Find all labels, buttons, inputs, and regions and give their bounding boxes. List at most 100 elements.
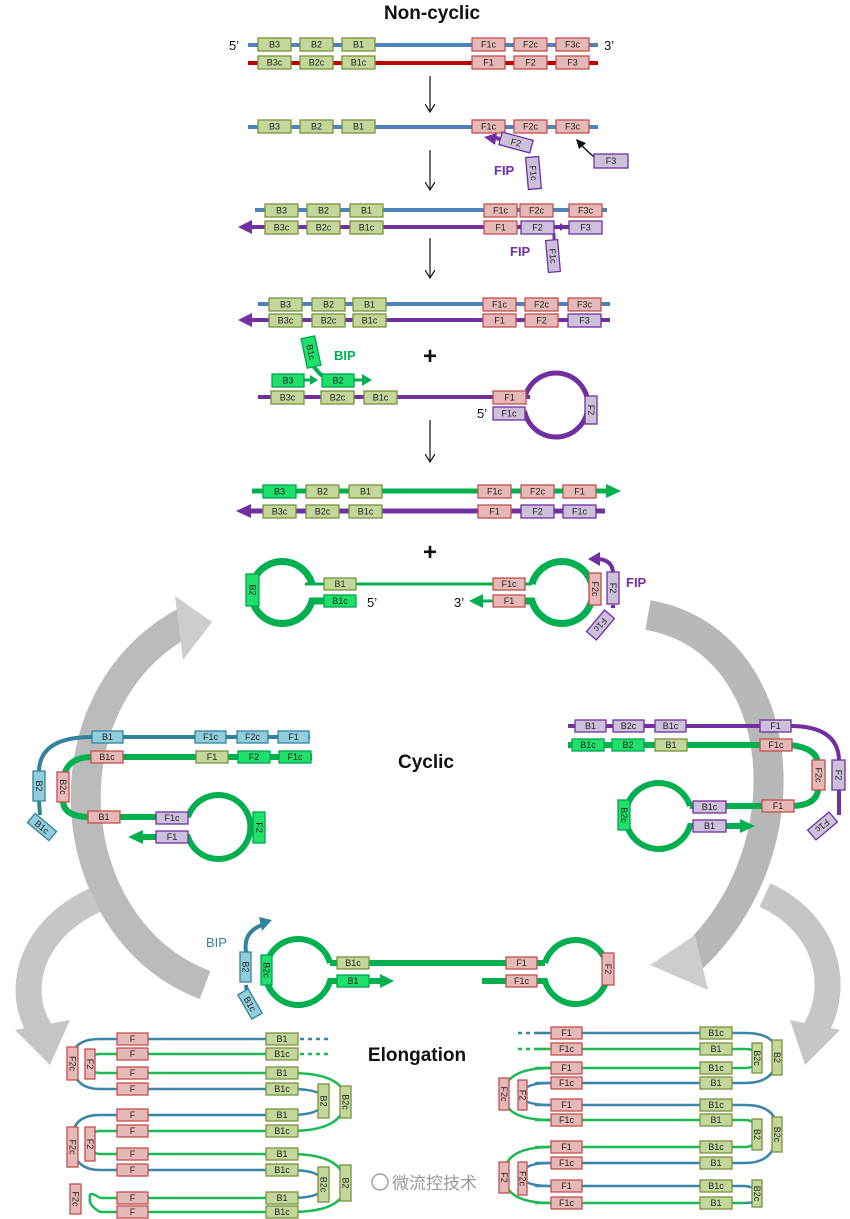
region-box-shape: [265, 1163, 299, 1177]
region-box: F1: [477, 504, 512, 519]
region-label: B1: [353, 40, 364, 50]
region-label: B1c: [708, 1181, 724, 1191]
region-box-shape: [260, 954, 273, 986]
loop-f2: [140, 792, 254, 862]
region-box-shape: [492, 577, 526, 591]
region-box: F2c: [69, 1183, 82, 1215]
region-box: B2c: [320, 390, 355, 405]
region-label: F1c: [559, 1158, 575, 1168]
arrowhead-right: [606, 484, 621, 498]
region-label: B1c: [274, 1049, 290, 1059]
region-box: F2c: [519, 203, 554, 218]
arrowhead-left-down: [15, 1020, 70, 1065]
region-box-shape: [155, 830, 189, 844]
region-box: F3c: [555, 119, 590, 134]
region-box-shape: [352, 313, 387, 328]
region-box: F: [116, 1066, 149, 1080]
region-box-shape: [699, 1179, 733, 1193]
region-box-shape: [311, 313, 346, 328]
region-box: F: [116, 1108, 149, 1122]
region-label: F2c: [534, 300, 550, 310]
region-box: B1: [654, 738, 688, 752]
plus-sign: +: [423, 343, 437, 370]
region-box-shape: [654, 738, 688, 752]
region-box-shape: [264, 220, 299, 235]
strands: [37, 43, 841, 1008]
region-label: F1: [207, 752, 218, 762]
region-label: B1: [710, 1078, 721, 1088]
region-box-shape: [264, 203, 299, 218]
title-elongation: Elongation: [368, 1045, 466, 1066]
region-label: B2c: [309, 58, 325, 68]
region-box: B2c: [305, 504, 340, 519]
region-box-shape: [116, 1205, 149, 1219]
fip-arrowhead: [588, 552, 600, 566]
region-box: F1c: [550, 1196, 583, 1210]
region-box: F1: [471, 55, 506, 70]
region-label: B1: [360, 487, 371, 497]
region-box: F2c: [588, 572, 602, 606]
region-box-shape: [339, 1164, 352, 1202]
region-label: B1: [710, 1198, 721, 1208]
label-bip: BIP: [334, 348, 356, 363]
region-box-shape: [811, 759, 826, 791]
cycle-arrows: [15, 596, 841, 1065]
region-label: F1c: [287, 752, 303, 762]
region-box-shape: [751, 1042, 763, 1074]
region-label: F3: [579, 316, 590, 326]
region-label: F2c: [70, 1191, 80, 1207]
region-box: F1: [492, 390, 527, 405]
region-box: B3c: [257, 55, 292, 70]
region-box: F: [116, 1205, 149, 1219]
region-box-shape: [471, 55, 506, 70]
region-box-shape: [155, 811, 189, 825]
region-box: F1c: [483, 203, 518, 218]
region-label: F1c: [514, 976, 530, 986]
region-label: B2c: [772, 1127, 782, 1143]
region-box: F1: [195, 750, 229, 764]
region-label: B1c: [708, 1100, 724, 1110]
region-box-shape: [550, 1196, 583, 1210]
arrowhead-right: [310, 375, 318, 385]
region-box-shape: [116, 1163, 149, 1177]
region-box: F1: [550, 1098, 583, 1112]
label-5-prime: 5’: [477, 406, 487, 421]
region-box-shape: [550, 1098, 583, 1112]
region-box: B1: [348, 484, 383, 499]
region-label: F2: [525, 58, 536, 68]
region-box-shape: [584, 395, 598, 425]
region-label: B2: [317, 487, 328, 497]
region-box-shape: [759, 719, 792, 733]
region-label: F1c: [501, 579, 517, 589]
arrowhead-right: [362, 374, 372, 386]
region-box-shape: [483, 203, 518, 218]
region-label: F2: [608, 583, 618, 594]
region-box: B1: [91, 730, 124, 744]
region-box-shape: [513, 119, 548, 134]
region-box: F: [116, 1032, 149, 1046]
region-box: B1c: [300, 335, 322, 369]
region-box: B3: [257, 37, 292, 52]
region-label: F1: [561, 1100, 572, 1110]
region-box: F1c: [477, 484, 512, 499]
region-box-shape: [66, 1126, 79, 1168]
region-label: B1c: [274, 1165, 290, 1175]
region-label: B1: [347, 976, 358, 986]
region-box-shape: [341, 119, 376, 134]
arrowhead-right: [380, 974, 394, 988]
arrowhead-right: [740, 819, 755, 833]
region-label: B3: [269, 40, 280, 50]
region-box: B3c: [264, 220, 299, 235]
region-box-shape: [116, 1066, 149, 1080]
region-label: B2c: [321, 316, 337, 326]
region-box-shape: [306, 203, 341, 218]
region-box: B1: [699, 1042, 733, 1056]
region-box: B1c: [236, 987, 264, 1021]
region-label: B2c: [752, 1186, 762, 1202]
label-fip: FIP: [510, 244, 531, 259]
region-label: F3c: [565, 122, 581, 132]
cycle-arrow-right-down-2: [759, 883, 841, 1037]
region-box-shape: [567, 313, 602, 328]
region-label: B3c: [278, 316, 294, 326]
